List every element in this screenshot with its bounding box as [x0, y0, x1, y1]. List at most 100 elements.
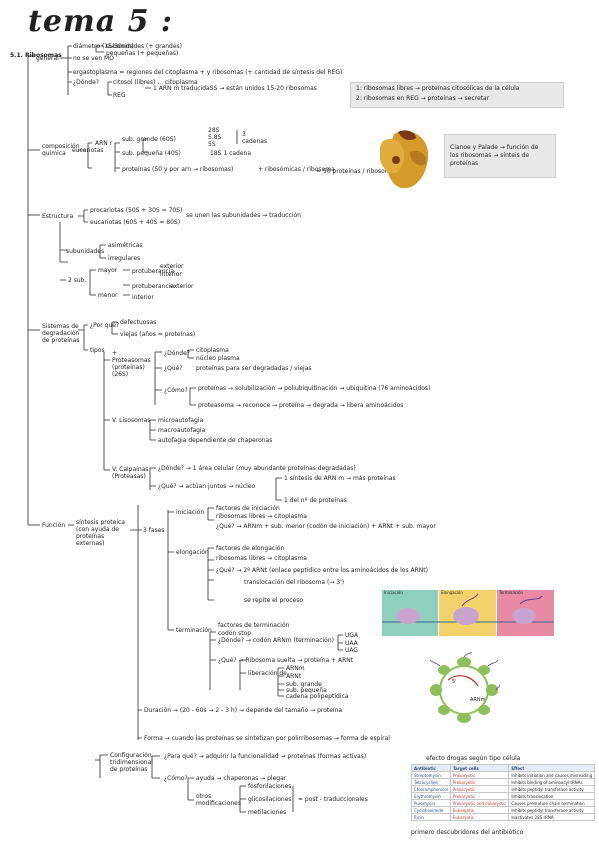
ribosome-location-note-line2: 2: ribosomas en REG → proteínas → secret… [356, 95, 490, 102]
table-cell: Inhibits translocation [508, 792, 596, 800]
iniciacion-label: iniciación [176, 509, 205, 516]
degradation-why-viejas: viejas (años = proteínas) [120, 331, 196, 338]
general-label: general [36, 55, 59, 62]
structure-eucariotas: eucariotas (60S + 40S = 80S) [90, 219, 181, 226]
table-cell: Ricin [411, 813, 451, 821]
structure-procariotas: procariotas (50S + 30S = 70S) [90, 207, 183, 214]
postranslation-metilaciones: metilaciones [248, 809, 287, 816]
table-cell: Prokaryotic [449, 771, 510, 779]
table-cell: Prokaryotic [449, 792, 510, 800]
structure-menor-exterior: exterior [170, 283, 194, 290]
structure-menor-interior: interior [132, 294, 154, 301]
elongacion-translocacion: translocación del ribosoma (→ 3') [244, 579, 345, 586]
table-cell: Eukaryotic [449, 806, 510, 814]
degradation-tipos: tipos [90, 347, 105, 354]
composition-5s: 5S [208, 141, 216, 148]
elongacion-what: ¿Qué? → 2º ARNt (enlace peptídico entre … [216, 567, 428, 574]
proteasomas-citoplasma: citoplasma [196, 347, 229, 354]
composition-grande-count: 3 cadenas [242, 131, 268, 145]
elongacion-ribosomas: ribosomas libres → citoplasma [216, 555, 307, 562]
structure-mayor-protuberancia: protuberancia [132, 268, 175, 275]
cianoe-palade-note [444, 134, 556, 178]
structure-asimetricas: asimétricas [108, 242, 143, 249]
lisosomas-micro: microautofagia [158, 417, 204, 424]
general-subunit-small: pequeñas (+ pequeñas) [106, 50, 179, 57]
composition-28s: 28S [208, 127, 220, 134]
postranslation-post: = post - traduccionales [298, 796, 368, 803]
iniciacion-factores: factores de iniciación [216, 505, 280, 512]
structure-irregulares: irregulares [108, 255, 141, 262]
translation-stages-figure [382, 590, 554, 648]
polysome-label-arnm: ARNm [470, 697, 486, 703]
proteasomas-what-text: proteínas para ser degradadas / viejas [196, 365, 312, 372]
calpainas-result1: 1 síntesis de ARN m → más proteínas [284, 475, 396, 482]
function-phases: 3 fases [143, 527, 165, 534]
composition-arn: ARN r [95, 140, 113, 147]
figure-label-terminacion: Terminación [499, 590, 524, 595]
composition-18s: 18S 1 cadena [210, 150, 252, 157]
structure-two-sub: 2 sub. [68, 277, 87, 284]
liberacion-sub-pequena: sub. pequeña [286, 687, 327, 694]
cianoe-palade-note-line2: los ribosomas → sínteis de [450, 152, 530, 159]
cianoe-palade-note-line3: proteínas [450, 160, 479, 167]
polysome-label-5prime: 5' [452, 679, 457, 685]
postranslation-why: ¿Para qué? → adquirir la funcionalidad →… [164, 753, 367, 760]
composition-fraction2: = 50 proteínas / ribosoma [316, 168, 395, 175]
composition-sub-grande: sub. grande (60S) [122, 136, 176, 143]
antibiotics-footnote: primero descubridores del antibiótico [411, 829, 524, 836]
general-where-cytosol: citosol (libres) ... citoplasma [113, 79, 198, 86]
liberacion-arnt: ARNt [286, 673, 302, 680]
lisosomas-label: V. Lisosomas [112, 417, 151, 424]
general-subunit-large: subunidades (+ grandes) [106, 43, 183, 50]
elongacion-repeat: se repite el proceso [244, 597, 304, 604]
postranslation-fosforilaciones: fosforilaciones [248, 783, 292, 790]
table-cell: Inhibits binding of aminoacyl tRNAs [508, 778, 596, 786]
iniciacion-what: ¿Qué? → ARNm + sub. menor (codón de inic… [216, 523, 436, 530]
antibiotics-table-title: efecto drogas según tipo célula [426, 755, 521, 762]
terminacion-factores: factores de terminación [218, 622, 290, 629]
general-no-membrane: no se ven MO [73, 55, 114, 62]
proteasomas-how-line1: proteínas → solubilización → poliubiquit… [198, 385, 431, 392]
proteasomas-how: ¿Cómo? [164, 387, 188, 394]
cianoe-palade-note-line1: Cianoe y Palade → función de [450, 144, 539, 151]
composition-eucariotas: eucariotas [72, 147, 104, 154]
general-where-reg: REG [113, 92, 126, 99]
table-cell: Tetracycline [411, 778, 451, 786]
composition-label: composición química [42, 143, 80, 157]
table-cell: Puromycin [411, 799, 451, 807]
terminacion-codon: codón stop [218, 630, 252, 637]
elongacion-factores: factores de elongación [216, 545, 285, 552]
page-title: tema 5 : [28, 4, 173, 39]
postranslation-label: Configuración tridimensional de proteína… [110, 752, 153, 773]
structure-menor-protuberancia: protuberancia [132, 283, 175, 290]
proteasomas-how-line2: proteasoma → reconoce → proteína → degra… [198, 402, 404, 409]
table-cell: Cycloheximide [411, 806, 451, 814]
function-duracion: Duración → (20 - 60s → 2 - 3 h) → depend… [144, 707, 343, 714]
elongacion-label: elongación [176, 549, 209, 556]
iniciacion-ribosomas: ribosomas libres → citoplasma [216, 513, 307, 520]
general-ergastoplasma: ergastoplasma = regiones del citoplasma … [73, 69, 343, 76]
polysome-figure [429, 652, 500, 723]
figure-label-iniciacion: Iniciación [384, 590, 403, 595]
table-cell: Chloramphenicol [411, 785, 451, 793]
structure-label: Estructura [42, 213, 74, 220]
composition-58s: 5,8S [208, 134, 222, 141]
proteasomas-label: + Proteasomas (proteínas) (26S) [112, 350, 151, 378]
table-cell: Inhibits initiation and causes misreadin… [508, 771, 596, 779]
function-label: Función [42, 522, 66, 529]
calpainas-where: ¿Dónde? → 1 área celular (muy abundante … [158, 465, 356, 472]
terminacion-what: ¿Qué? → Ribosoma suelta → proteína + ARN… [218, 657, 354, 664]
lisosomas-macro: macroautofagia [158, 427, 206, 434]
table-cell: Prokaryotic [449, 785, 510, 793]
table-cell: Erythromycin [411, 792, 451, 800]
figure-label-elongacion: Elongación [441, 590, 463, 595]
terminacion-label: terminación [176, 627, 212, 634]
table-cell: Causes premature chain termination [508, 799, 596, 807]
terminacion-uag: UAG [345, 647, 359, 654]
